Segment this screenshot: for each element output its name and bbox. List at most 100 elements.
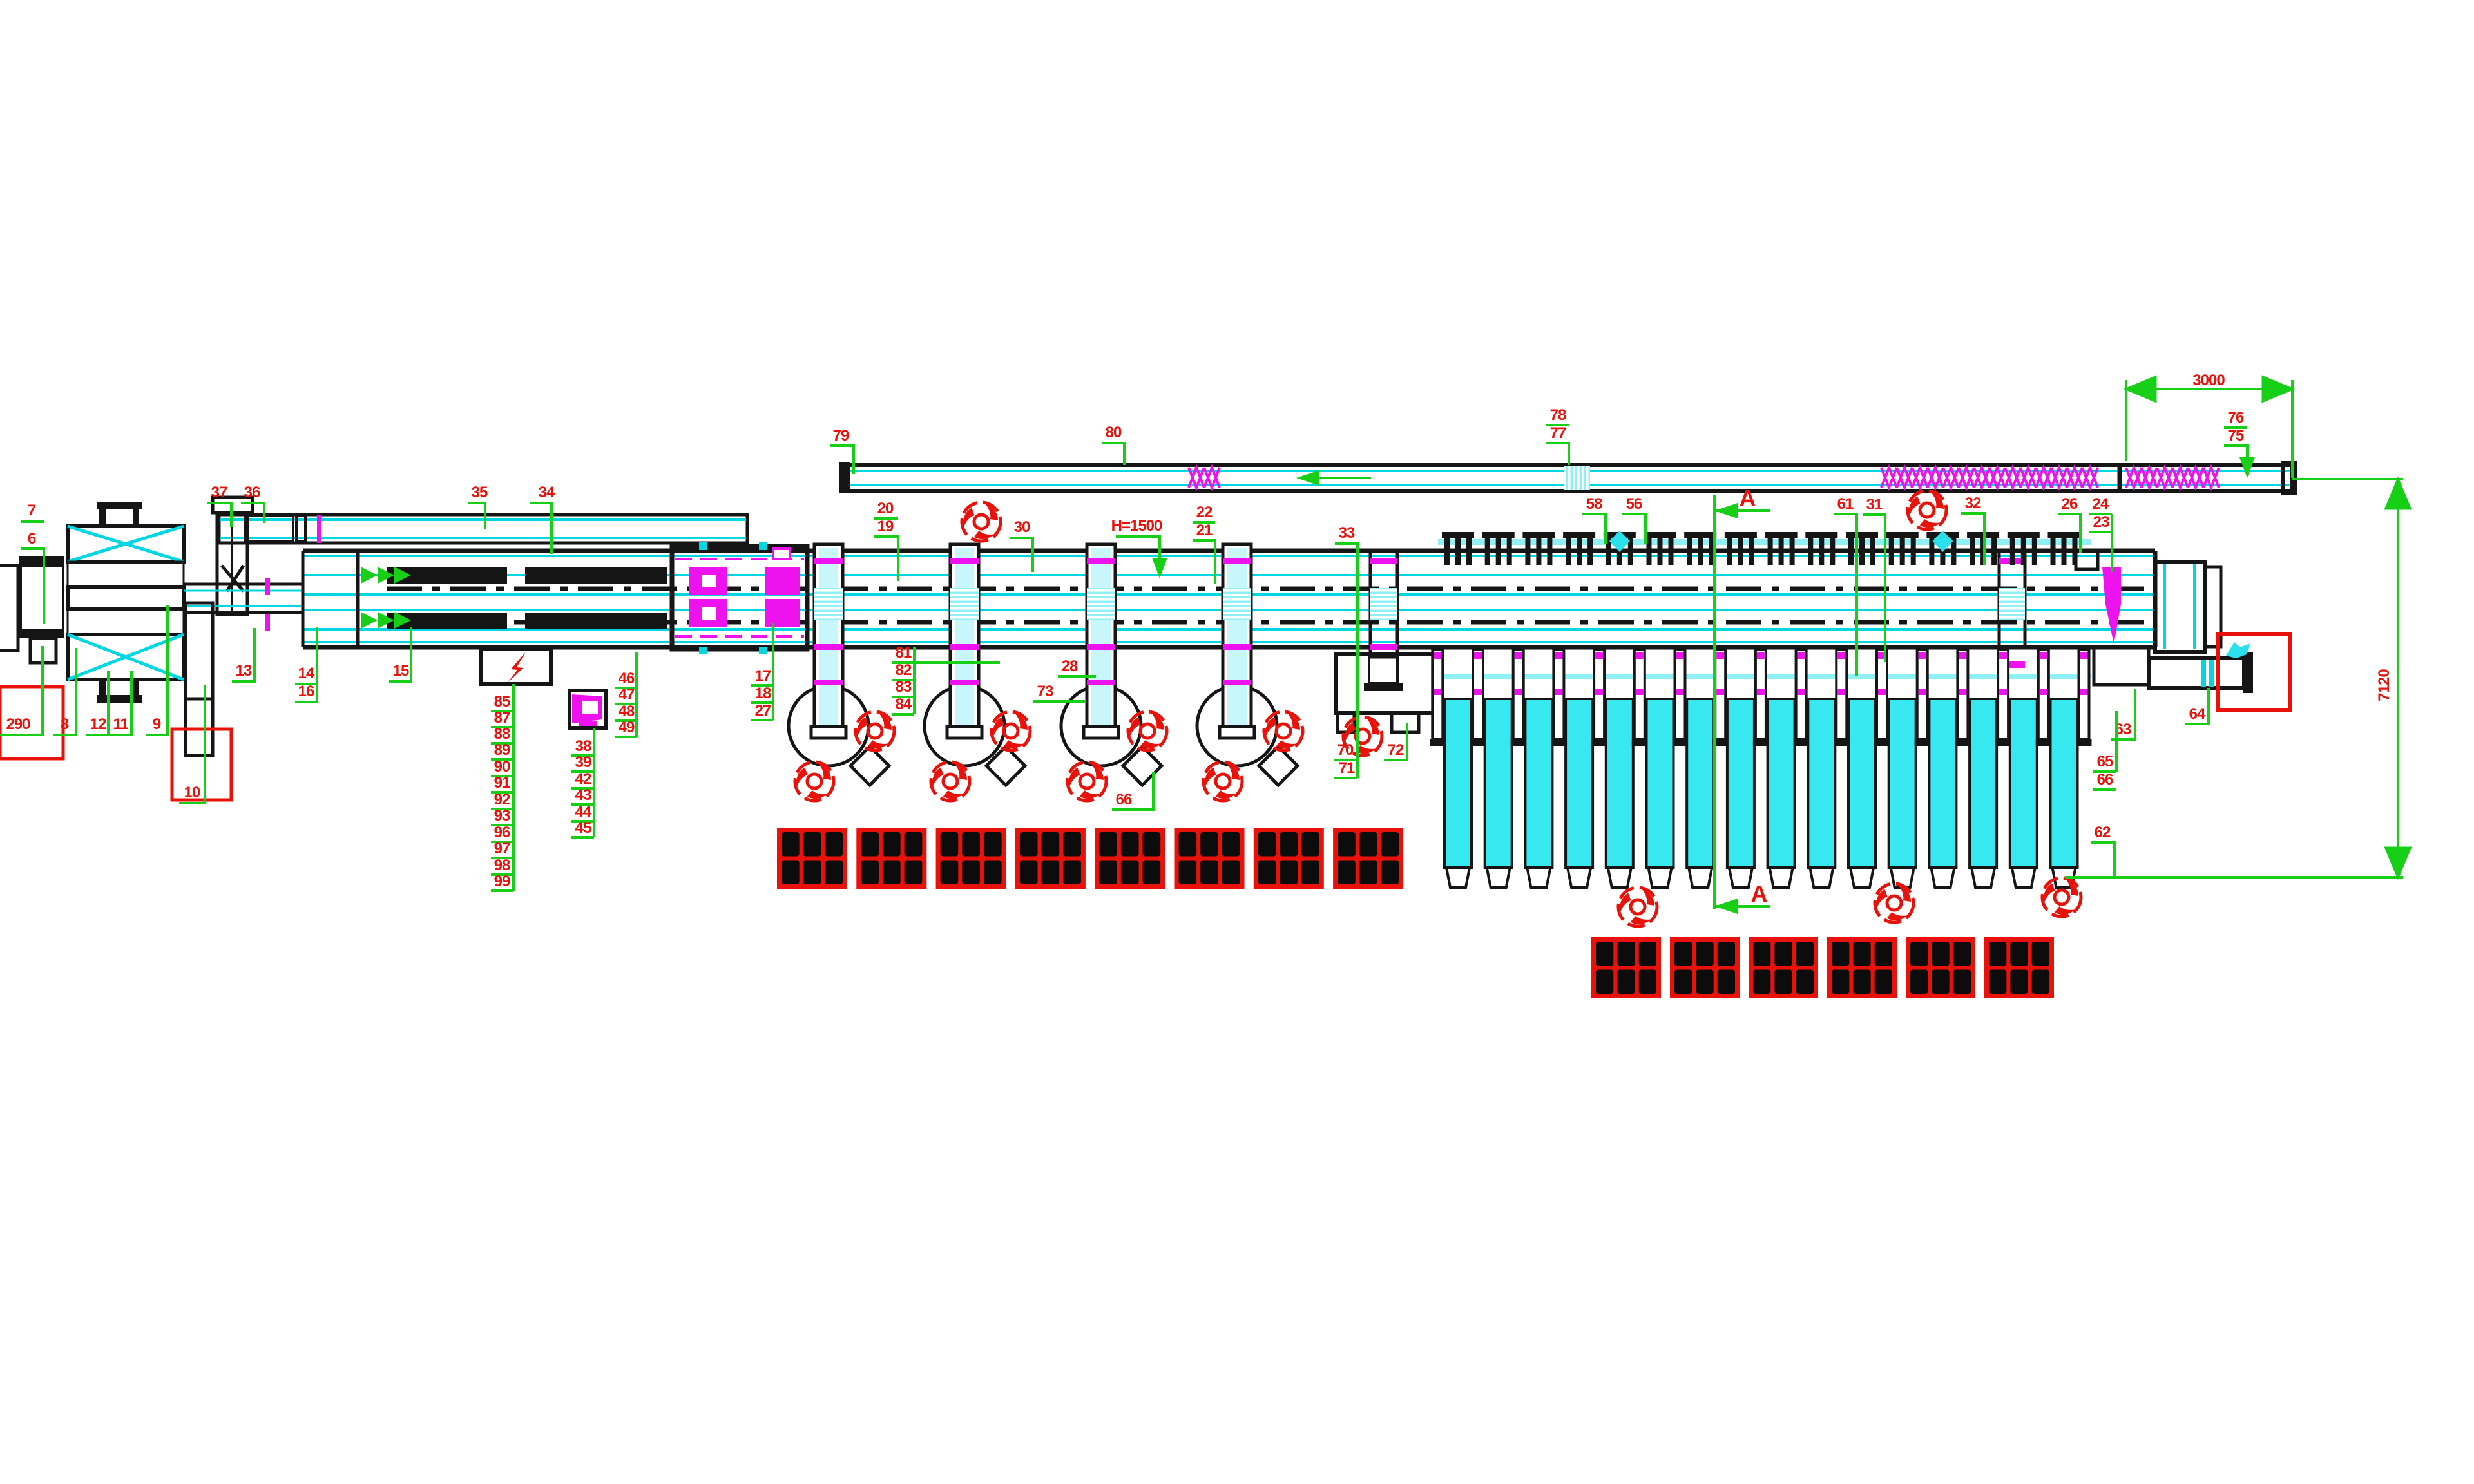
pallet-stack — [777, 828, 847, 889]
curing-strip — [1564, 698, 1595, 869]
top-return-conveyor — [839, 461, 2297, 495]
magenta-tick — [1635, 652, 1644, 659]
part-label: 16 — [298, 683, 314, 700]
part-label: 80 — [1106, 424, 1122, 441]
leader-line — [830, 444, 855, 474]
drawing-shape — [669, 544, 810, 652]
pallet-cell — [2010, 942, 2028, 966]
magenta-tick — [1676, 689, 1684, 695]
pallet-cell — [1258, 860, 1276, 884]
comb-tooth — [2050, 538, 2056, 565]
column-fill — [1227, 548, 1247, 727]
main-conveyor — [265, 548, 2158, 650]
part-label: 83 — [896, 678, 912, 696]
drawing-shape — [265, 614, 270, 631]
pallet-cell — [1638, 969, 1656, 994]
pallet-cell — [1178, 860, 1197, 884]
strip-foot — [1606, 866, 1633, 889]
comb-tooth — [1910, 538, 1916, 565]
drawing-shape — [699, 647, 707, 654]
magenta-tick — [1434, 689, 1442, 695]
mold-block — [765, 599, 800, 627]
pallet-cell — [1717, 969, 1735, 994]
comb-tooth — [1848, 538, 1854, 565]
pallet-cell — [1874, 969, 1892, 994]
leader-line — [1546, 442, 1570, 465]
part-label: 18 — [755, 685, 771, 702]
pallet-cell — [1853, 969, 1871, 994]
pallet-cell — [825, 832, 843, 857]
part-label: 35 — [472, 484, 488, 501]
drawing-shape — [582, 701, 598, 714]
part-label: 48 — [618, 703, 635, 720]
magenta-tick — [1756, 652, 1765, 659]
leg-foot — [2076, 739, 2092, 746]
flow-darts — [361, 567, 411, 629]
pallet-stack — [1906, 937, 1975, 998]
leader-line — [2091, 841, 2116, 877]
drawing-shape — [19, 556, 64, 566]
curing-strip — [2049, 698, 2079, 869]
turntable-stations — [787, 542, 1300, 788]
pallet-stack — [1253, 828, 1324, 889]
strip-foot — [1768, 866, 1795, 889]
handwheel-icon — [957, 502, 1001, 546]
pallet-cell — [1178, 832, 1197, 857]
part-label: 66 — [1116, 791, 1132, 808]
part-label: 22 — [1196, 504, 1213, 521]
comb-tooth — [1830, 538, 1836, 565]
magenta-tick — [2039, 689, 2047, 695]
part-label: 11 — [113, 716, 128, 733]
drawing-shape — [1364, 683, 1403, 691]
pallet-cell — [782, 832, 800, 857]
magenta-tick — [1837, 652, 1846, 659]
pallet-cell — [1596, 942, 1614, 966]
comb-tooth — [1789, 538, 1795, 565]
part-label: 73 — [1037, 683, 1053, 700]
magenta-tick — [1087, 644, 1115, 650]
pallet-cell — [1041, 860, 1060, 884]
pallet-stack — [1015, 828, 1086, 889]
chain-hatch — [1187, 464, 1221, 491]
leader-line — [1863, 513, 1886, 662]
drawing-shape — [394, 612, 411, 629]
leader-line — [530, 502, 553, 554]
pallet-cell — [1796, 969, 1814, 994]
leader-line — [1193, 539, 1216, 584]
base-plate — [1082, 725, 1120, 740]
curing-strip — [1928, 698, 1958, 869]
drawing-shape — [265, 578, 270, 595]
part-label: 85 — [494, 693, 510, 710]
diverter-diamond — [1256, 744, 1300, 788]
green-arrowhead — [1296, 470, 1319, 486]
curing-strip — [1604, 698, 1635, 869]
magenta-tick — [1514, 689, 1522, 695]
pallet-cell — [1717, 942, 1735, 966]
pallet-cell — [1696, 942, 1714, 966]
comb-top — [2007, 532, 2040, 538]
pallet-cell — [1142, 832, 1161, 857]
pallet-stack — [1174, 828, 1245, 889]
handwheel-icon — [1199, 762, 1242, 805]
leg-foot — [1712, 739, 1729, 746]
comb-top — [1644, 532, 1676, 538]
transfer-lane — [184, 582, 304, 757]
pallet-cell — [1617, 942, 1635, 966]
part-label: 70 — [1338, 741, 1354, 759]
pallet-cell — [1774, 969, 1792, 994]
leader-line — [1102, 442, 1126, 465]
column-fill — [1091, 548, 1111, 727]
cyan-hatch-segment — [1564, 466, 1590, 490]
pallet-cell — [1359, 832, 1377, 857]
strip-foot — [1647, 866, 1673, 889]
pallet-stacks — [777, 828, 2054, 998]
part-label: 26 — [2062, 495, 2078, 513]
part-label: 36 — [244, 484, 260, 501]
roller-slat — [525, 613, 667, 629]
drawing-shape — [2153, 560, 2207, 654]
leader-line — [146, 605, 169, 736]
pallet-cell — [1063, 832, 1081, 857]
pallet-cell — [1596, 969, 1614, 994]
pallet-cell — [1338, 860, 1356, 884]
